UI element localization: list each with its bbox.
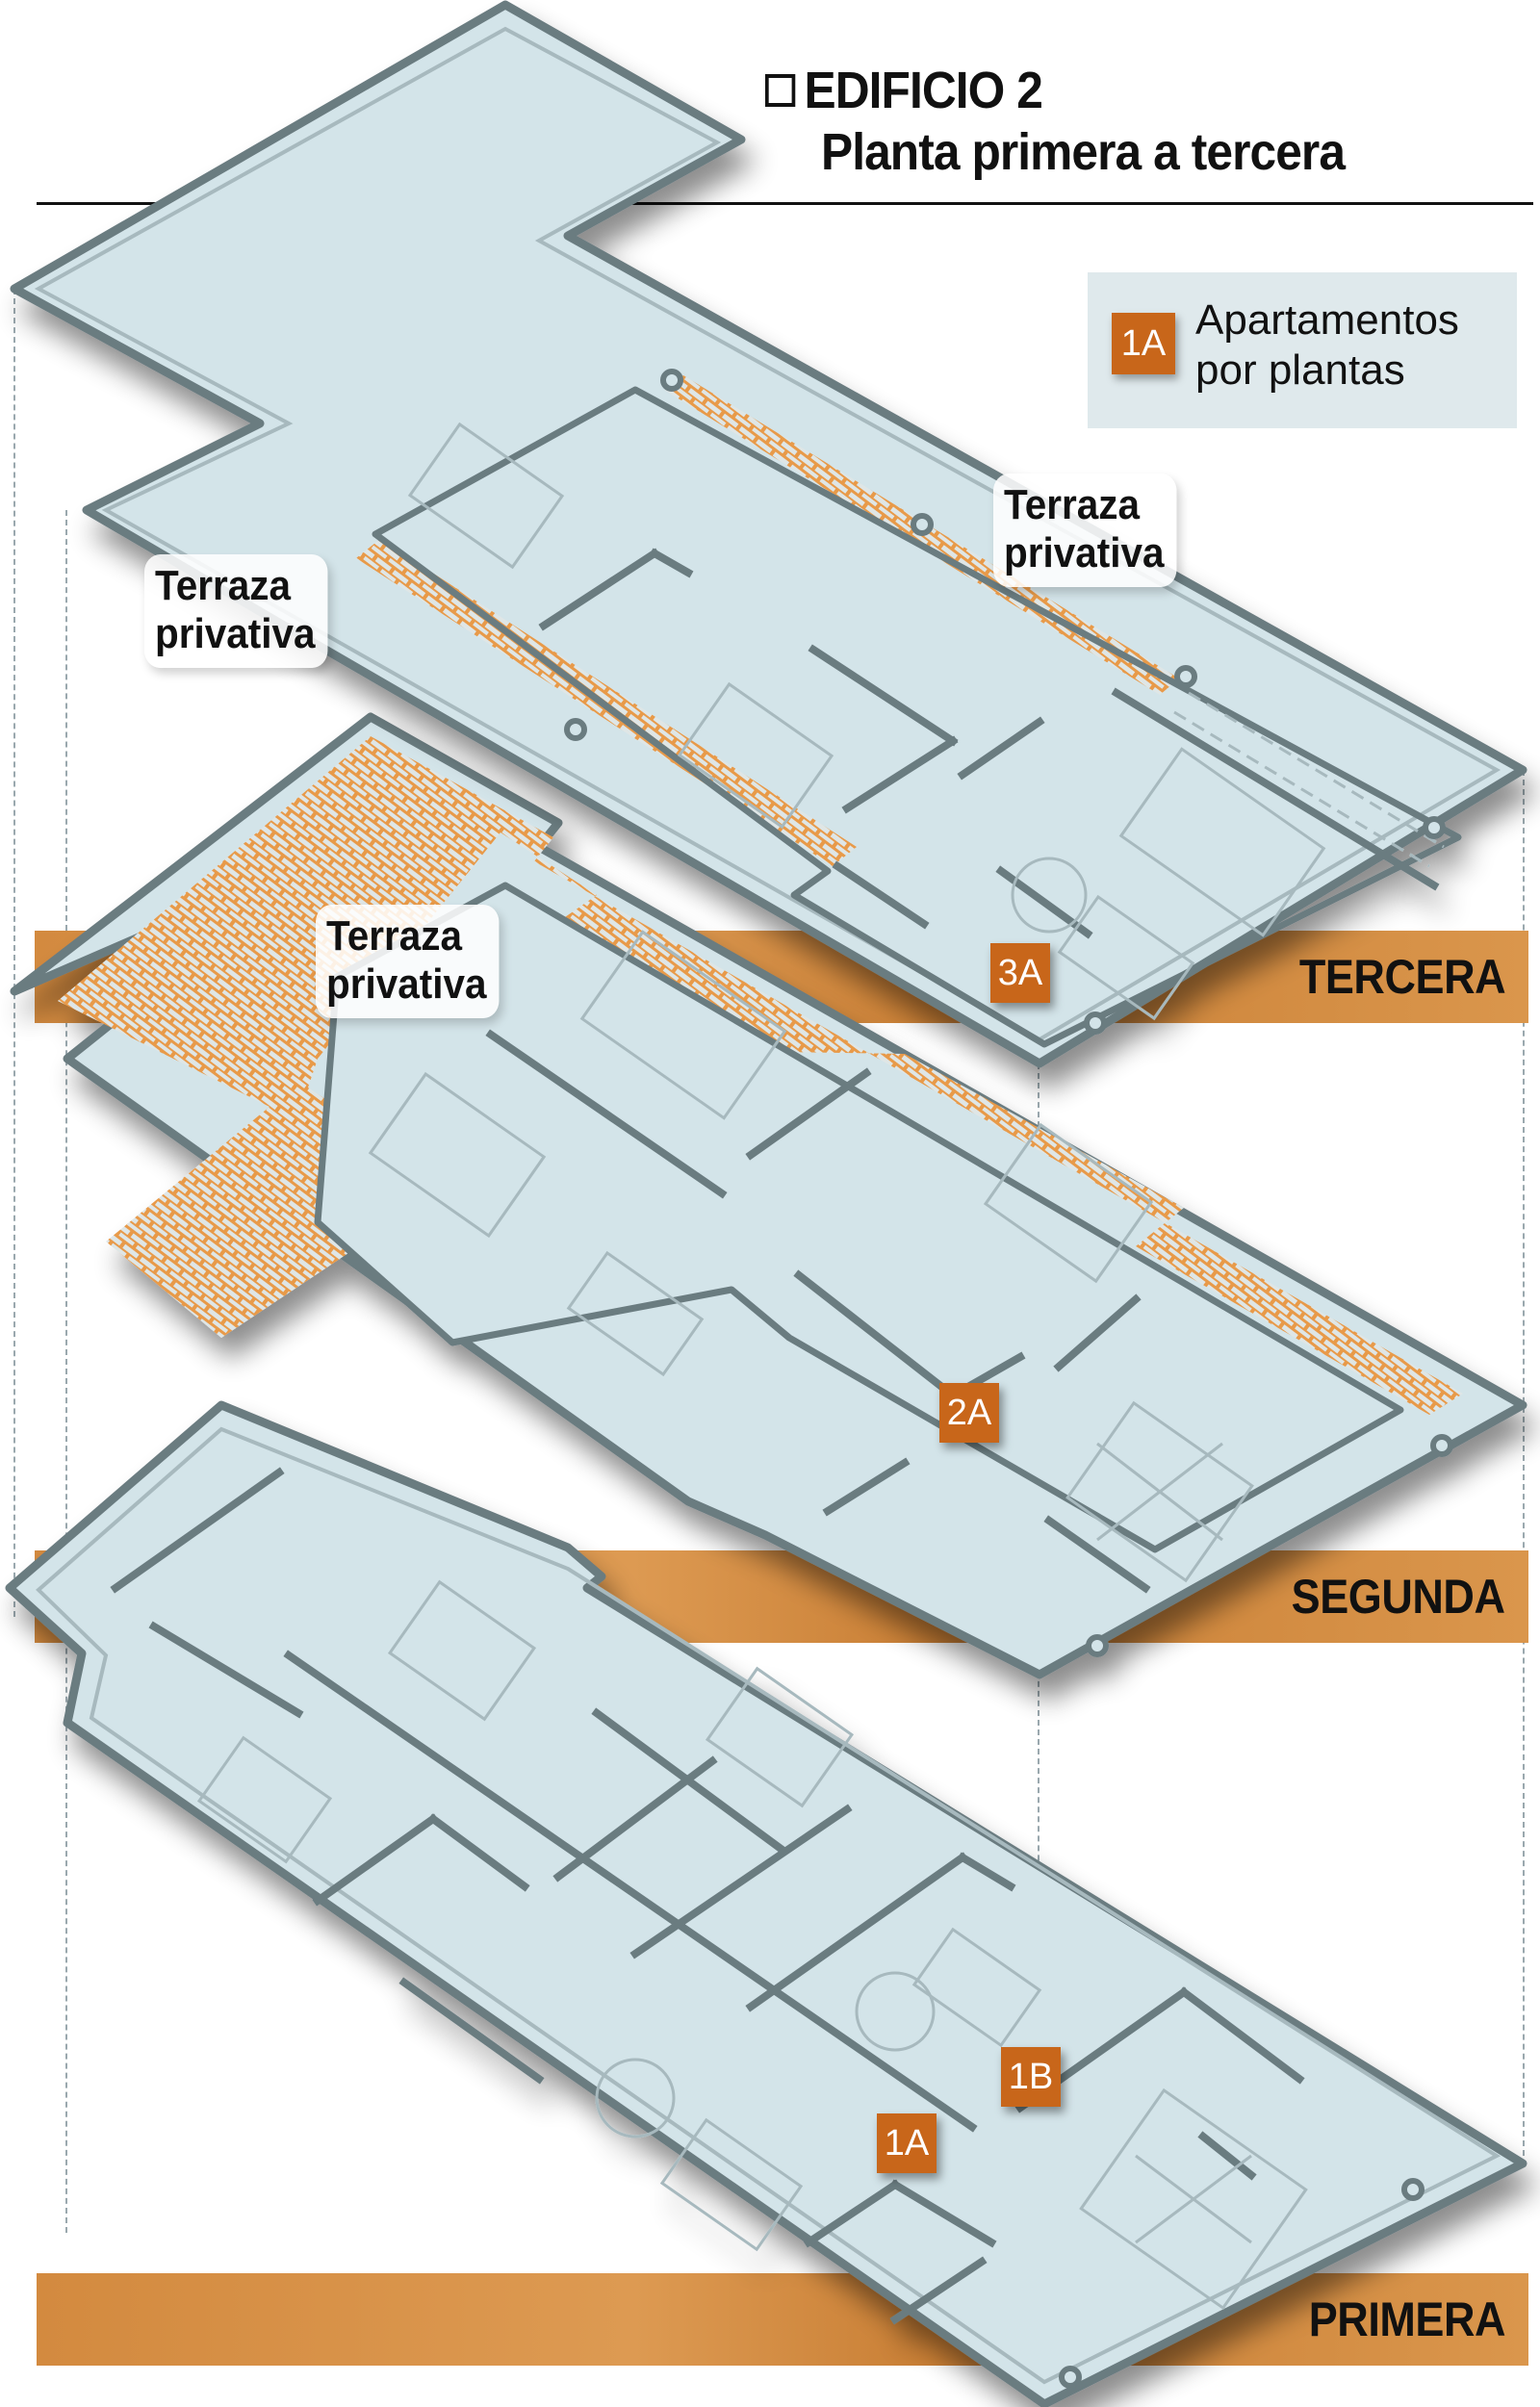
callout-line-1: Terraza bbox=[326, 912, 463, 960]
legend-text: Apartamentos por plantas bbox=[1195, 295, 1459, 396]
callout-line-1: Terraza bbox=[155, 562, 292, 609]
guide-line-left bbox=[13, 289, 15, 1617]
callout-line-1: Terraza bbox=[1004, 481, 1141, 528]
legend: 1A Apartamentos por plantas bbox=[1088, 272, 1517, 428]
apartment-badge-2a: 2A bbox=[939, 1383, 999, 1443]
page-title: EDIFICIO 2 bbox=[765, 60, 1340, 121]
legend-badge: 1A bbox=[1112, 313, 1175, 374]
floor-plate-primera bbox=[5, 1400, 1527, 2407]
square-icon bbox=[765, 74, 796, 107]
callout-line-2: privativa bbox=[155, 610, 316, 657]
title-block: EDIFICIO 2 Planta primera a tercera bbox=[765, 60, 1390, 183]
guide-line-center bbox=[1038, 1063, 1040, 2401]
guide-line-left-inner bbox=[65, 510, 67, 2233]
legend-line-1: Apartamentos bbox=[1195, 296, 1459, 344]
callout-terraza-segunda: Terraza privativa bbox=[316, 905, 500, 1018]
apartment-badge-1b: 1B bbox=[1001, 2047, 1061, 2107]
callout-line-2: privativa bbox=[326, 960, 487, 1008]
floor-label-segunda: SEGUNDA bbox=[1292, 1570, 1505, 1624]
apartment-badge-3a: 3A bbox=[990, 943, 1050, 1003]
floor-label-primera: PRIMERA bbox=[1308, 2292, 1506, 2346]
page-subtitle: Planta primera a tercera bbox=[821, 123, 1346, 181]
building-name: EDIFICIO 2 bbox=[804, 62, 1043, 119]
callout-terraza-top-left: Terraza privativa bbox=[144, 554, 328, 668]
floor-plate-tercera bbox=[10, 0, 1527, 1068]
title-rule bbox=[37, 202, 1533, 205]
floor-label-tercera: TERCERA bbox=[1298, 950, 1506, 1004]
callout-line-2: privativa bbox=[1004, 529, 1165, 576]
guide-line-right bbox=[1523, 770, 1525, 2165]
legend-line-2: por plantas bbox=[1195, 346, 1405, 394]
apartment-badge-1a: 1A bbox=[877, 2113, 937, 2173]
callout-terraza-top-right: Terraza privativa bbox=[993, 474, 1177, 587]
